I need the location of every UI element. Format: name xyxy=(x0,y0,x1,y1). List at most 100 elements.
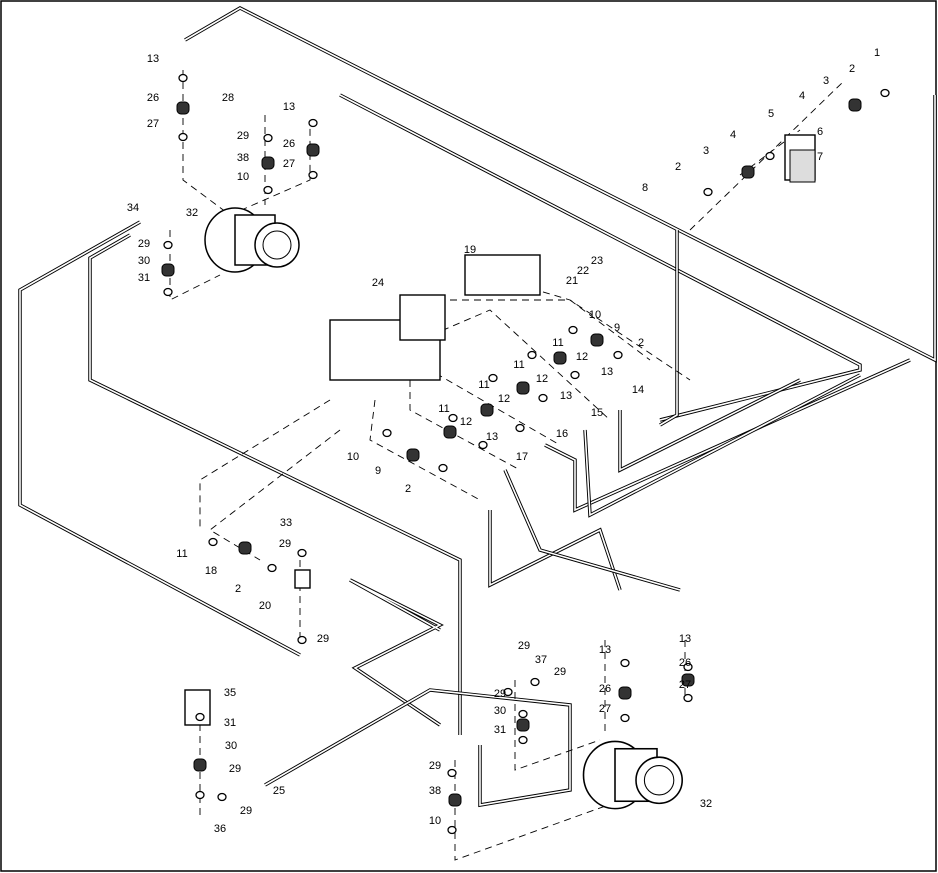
hose-outline xyxy=(184,6,937,363)
callout-label: 29 xyxy=(518,640,530,652)
leader-line xyxy=(409,380,521,471)
callout-label: 38 xyxy=(237,152,249,164)
o-ring xyxy=(447,768,457,778)
callout-label: 27 xyxy=(147,118,159,130)
callout-label: 10 xyxy=(589,309,601,321)
o-ring xyxy=(613,350,623,360)
o-ring xyxy=(438,463,448,473)
leader-line xyxy=(209,429,341,561)
callout-label: 25 xyxy=(273,785,285,797)
fitting xyxy=(516,381,530,395)
callout-label: 13 xyxy=(601,366,613,378)
pump-head xyxy=(399,294,446,341)
leader-line xyxy=(450,299,651,361)
o-ring xyxy=(527,350,537,360)
parts xyxy=(161,73,890,835)
callout-label: 28 xyxy=(222,92,234,104)
motor-housing xyxy=(635,756,683,805)
hose-lines xyxy=(18,6,937,808)
callout-label: 2 xyxy=(849,63,855,75)
callout-label: 31 xyxy=(138,272,150,284)
hose-outline xyxy=(18,220,301,657)
callout-label: 18 xyxy=(205,565,217,577)
fitting xyxy=(590,333,604,347)
callout-label: 26 xyxy=(599,683,611,695)
hose-inner xyxy=(184,7,936,362)
callout-label: 27 xyxy=(599,703,611,715)
fitting xyxy=(741,165,755,179)
callout-label: 29 xyxy=(279,538,291,550)
callout-label: 34 xyxy=(127,202,139,214)
callout-label: 30 xyxy=(225,740,237,752)
hose-inner xyxy=(584,374,861,517)
o-ring xyxy=(503,687,513,697)
callout-label: 11 xyxy=(552,337,563,349)
callout-label: 36 xyxy=(214,823,226,835)
callout-label: 13 xyxy=(560,390,572,402)
callout-label: 33 xyxy=(280,517,292,529)
hose-outline xyxy=(264,688,572,808)
callout-label: 1 xyxy=(874,47,880,59)
callout-label: 17 xyxy=(516,451,528,463)
fitting xyxy=(238,541,252,555)
callout-label: 29 xyxy=(429,760,441,772)
leader-line xyxy=(514,680,601,771)
o-ring xyxy=(880,88,890,98)
callout-label: 32 xyxy=(700,798,712,810)
callout-label: 23 xyxy=(591,255,603,267)
o-ring xyxy=(308,170,318,180)
o-ring xyxy=(478,440,488,450)
callout-label: 20 xyxy=(259,600,271,612)
o-ring xyxy=(703,187,713,197)
callout-label: 10 xyxy=(237,171,249,183)
callout-label: 32 xyxy=(186,207,198,219)
callout-label: 4 xyxy=(799,90,805,102)
callout-label: 14 xyxy=(632,384,644,396)
callout-label: 9 xyxy=(375,465,381,477)
hydraulic-motor xyxy=(582,740,683,810)
callout-label: 9 xyxy=(614,322,620,334)
o-ring xyxy=(263,133,273,143)
callout-label: 12 xyxy=(498,393,510,405)
o-ring xyxy=(195,712,205,722)
fitting xyxy=(443,425,457,439)
o-ring xyxy=(163,240,173,250)
callout-label: 2 xyxy=(235,583,241,595)
hose-inner xyxy=(659,230,678,426)
hose-outline xyxy=(659,230,679,427)
callout-label: 29 xyxy=(237,130,249,142)
callout-label: 11 xyxy=(478,379,489,391)
callout-label: 11 xyxy=(176,548,187,560)
o-ring xyxy=(163,287,173,297)
fitting xyxy=(516,718,530,732)
o-ring xyxy=(448,413,458,423)
leader-line xyxy=(369,399,481,501)
callout-label: 26 xyxy=(679,657,691,669)
callout-label: 15 xyxy=(591,407,603,419)
fitting xyxy=(681,673,695,687)
o-ring xyxy=(683,662,693,672)
o-ring xyxy=(515,423,525,433)
hose-inner xyxy=(619,379,801,472)
fitting xyxy=(193,758,207,772)
hose-inner xyxy=(19,221,301,656)
leader-line xyxy=(199,399,331,530)
callout-label: 27 xyxy=(679,679,691,691)
callout-label: 22 xyxy=(577,265,589,277)
o-ring xyxy=(178,132,188,142)
callout-label: 30 xyxy=(138,255,150,267)
callout-label: 12 xyxy=(576,351,588,363)
filter-element xyxy=(789,149,816,183)
o-ring xyxy=(297,548,307,558)
callouts: 1234567432813262728293810132627323429303… xyxy=(127,47,880,835)
callout-label: 3 xyxy=(703,145,709,157)
hose-inner xyxy=(489,510,621,591)
callout-label: 29 xyxy=(240,805,252,817)
fitting xyxy=(161,263,175,277)
o-ring xyxy=(570,370,580,380)
callout-label: 7 xyxy=(817,151,823,163)
callout-label: 3 xyxy=(823,75,829,87)
o-ring xyxy=(518,709,528,719)
callout-label: 19 xyxy=(464,244,476,256)
